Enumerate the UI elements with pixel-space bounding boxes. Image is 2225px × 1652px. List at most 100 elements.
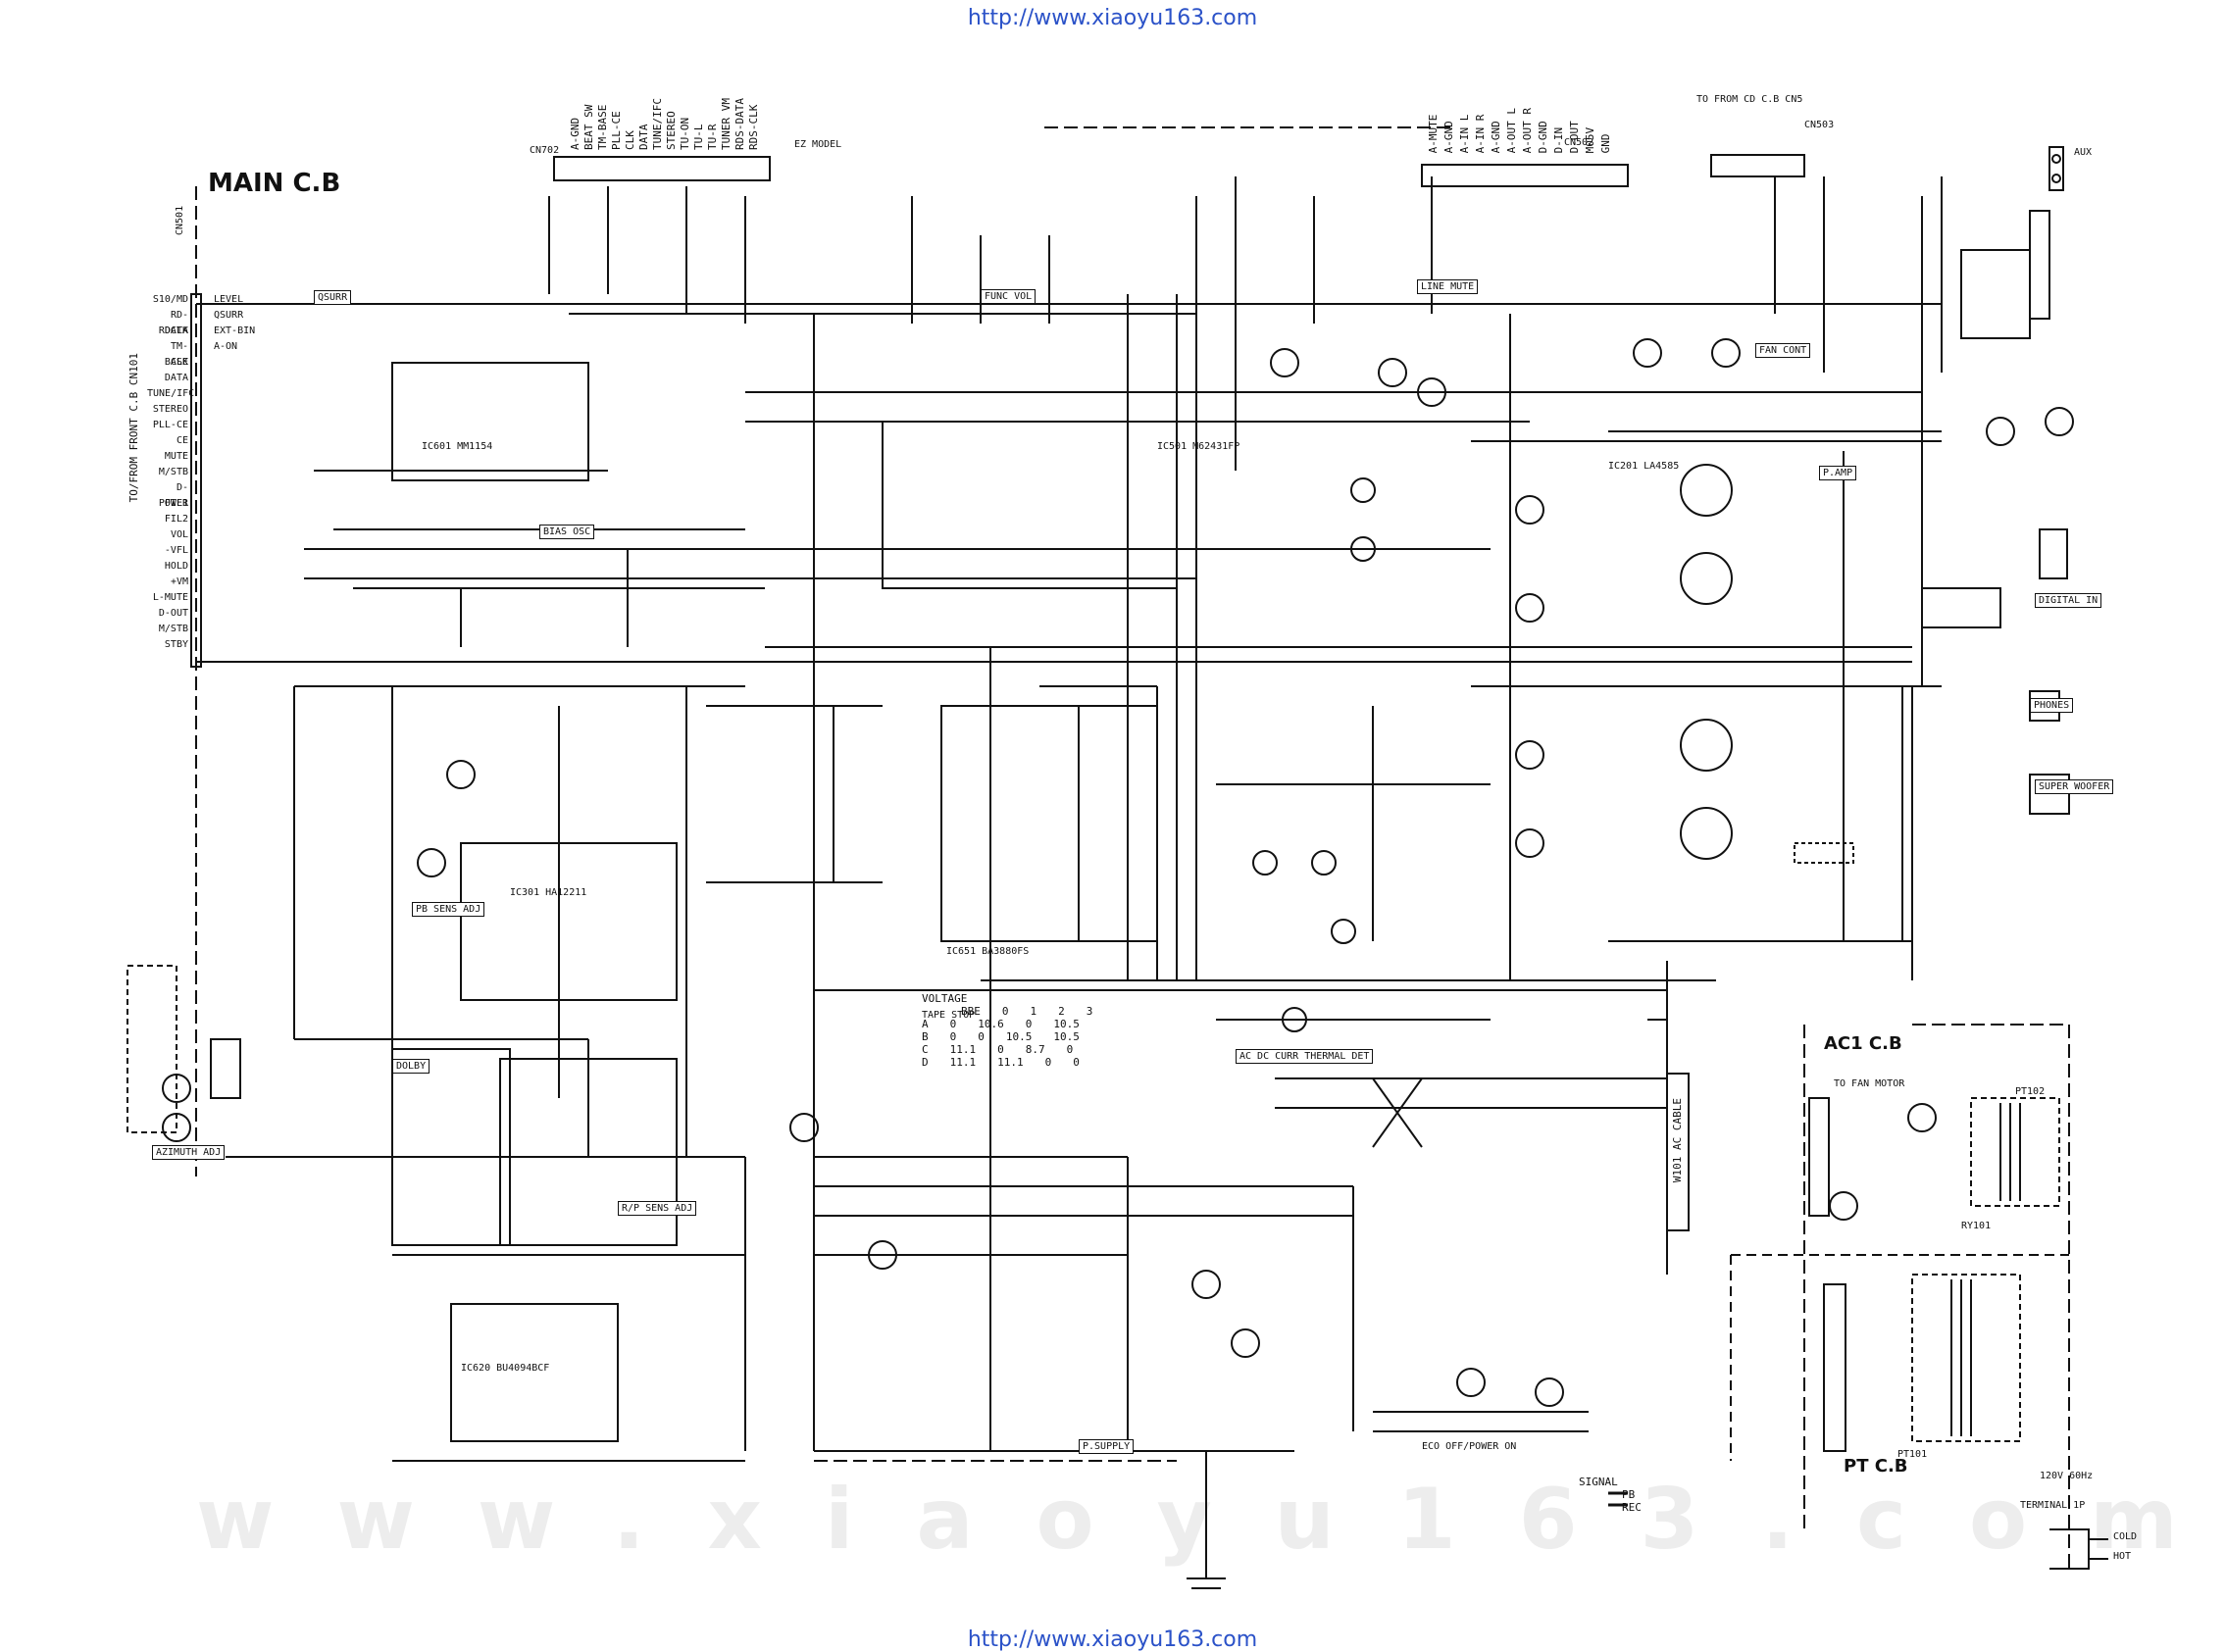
- table-header-cell: 0: [1001, 1005, 1009, 1018]
- pin-label: A-IN L: [1458, 114, 1471, 154]
- table-cell: 10.5: [1053, 1030, 1080, 1043]
- azimuth-adj-block: AZIMUTH ADJ: [152, 1145, 226, 1160]
- table-cell: B: [922, 1030, 929, 1043]
- pin-label: D-OUT: [1568, 121, 1581, 154]
- pin-label: A-IN R: [1474, 114, 1487, 154]
- table-header-cell: BBE: [961, 1005, 981, 1018]
- pin-label: RD-DATA: [164, 310, 188, 336]
- rp-sens-block: R/P SENS ADJ: [618, 1201, 697, 1216]
- legend-rec: REC: [1622, 1501, 1642, 1514]
- pt102-label: PT102: [2015, 1086, 2046, 1097]
- pin-label: MUTE: [164, 451, 188, 462]
- cn502-label: CN502: [1564, 137, 1594, 148]
- p-supply-block: P.SUPPLY: [1079, 1439, 1135, 1454]
- table-header-cell: 3: [1086, 1005, 1093, 1018]
- ic201-label: IC201 LA4585: [1608, 461, 1680, 472]
- table-cell: 0: [949, 1018, 957, 1030]
- legend-title: SIGNAL: [1579, 1476, 1618, 1488]
- fan-cont-block: FAN CONT: [1755, 343, 1811, 358]
- pin-label: TUNER VM: [720, 98, 733, 150]
- cold-terminal-label: COLD: [2113, 1531, 2138, 1542]
- table-cell: 10.6: [978, 1018, 1004, 1030]
- pin-label: D-IN: [1552, 126, 1565, 154]
- pin-label: A-GND: [1442, 121, 1455, 154]
- table-header-cell: 1: [1030, 1005, 1037, 1018]
- phones-label: PHONES: [2030, 698, 2074, 713]
- digital-in-label: DIGITAL IN: [2035, 593, 2102, 608]
- pin-label: TUNE/IFC: [147, 388, 195, 399]
- header-url[interactable]: http://www.xiaoyu163.com: [967, 6, 1258, 30]
- pin-label: D-GND: [1537, 121, 1549, 154]
- hot-terminal-label: HOT: [2113, 1551, 2132, 1562]
- pin-label: CE: [176, 435, 188, 446]
- pin-label: BEAT SW: [582, 104, 595, 150]
- pin-label: FIL1: [164, 498, 188, 509]
- fan-motor-label: TO FAN MOTOR: [1834, 1078, 1905, 1089]
- pin-label: FIL2: [164, 514, 188, 525]
- pin-label: S10/MD: [152, 294, 188, 305]
- pin-label: RDS-CLK: [747, 104, 760, 150]
- pin-label: PLL-CE: [152, 420, 188, 430]
- pin-label: D-POWER: [158, 482, 188, 509]
- voltage-table-header: BBE 0 1 2 3: [961, 1005, 1092, 1018]
- pin-label: +VM: [170, 576, 188, 587]
- cn702-label: CN702: [530, 145, 560, 156]
- pin-label: STBY: [164, 639, 188, 650]
- ic651-label: IC651 BA3880FS: [946, 946, 1030, 957]
- pin-label: M/STB: [158, 624, 188, 634]
- table-row: B 0 0 10.5 10.5: [922, 1030, 1092, 1043]
- pin-label: A-OUT R: [1521, 108, 1534, 154]
- table-row: C 11.1 0 8.7 0: [922, 1043, 1092, 1056]
- table-header-cell: 2: [1058, 1005, 1065, 1018]
- ic620-label: IC620 BU4094BCF: [461, 1363, 550, 1374]
- cn502-pin-list: A-MUTE A-GND A-IN L A-IN R A-GND A-OUT L…: [1427, 108, 1615, 153]
- footer-url[interactable]: http://www.xiaoyu163.com: [967, 1627, 1258, 1652]
- table-cell: 11.1: [997, 1056, 1024, 1069]
- table-cell: 0: [1073, 1056, 1080, 1069]
- ac-dc-det-block: AC DC CURR THERMAL DET: [1236, 1049, 1374, 1064]
- ic501-label: IC501 M62431FP: [1157, 441, 1240, 452]
- pin-label: M/STB: [158, 467, 188, 477]
- table-cell: 8.7: [1025, 1043, 1045, 1056]
- to-from-cd-label: TO FROM CD C.B CN5: [1696, 94, 1803, 105]
- main-board-title: MAIN C.B: [208, 169, 341, 198]
- pin-label: QSURR: [214, 310, 244, 321]
- table-cell: 10.5: [1005, 1030, 1033, 1043]
- pin-label: EXT-BIN: [214, 325, 256, 336]
- eco-off-label: ECO OFF/POWER ON: [1422, 1441, 1517, 1452]
- table-cell: 0: [978, 1030, 985, 1043]
- pin-label: DATA: [637, 124, 650, 150]
- pin-label: A-GND: [1490, 121, 1502, 154]
- pin-label: STEREO: [152, 404, 188, 415]
- pin-label: -VFL: [164, 545, 188, 556]
- cn501-pin-list: S10/MD RD-DATA RDCLK TM-BASE CLK DATA TU…: [147, 292, 195, 653]
- table-cell: 0: [1066, 1043, 1074, 1056]
- table-cell: A: [922, 1018, 929, 1030]
- pin-label: GND: [1599, 133, 1612, 154]
- pt101-label: PT101: [1897, 1449, 1928, 1460]
- pin-label: RDCLK: [158, 325, 188, 336]
- table-row: A 0 10.6 0 10.5: [922, 1018, 1092, 1030]
- pb-sens-block: PB SENS ADJ: [412, 902, 485, 917]
- pin-label: TU-L: [692, 124, 705, 150]
- pt-board-title: PT C.B: [1844, 1456, 1908, 1477]
- pin-label: CLK: [170, 357, 188, 368]
- pin-label: TU-R: [706, 124, 719, 150]
- watermark-text: www.xiaoyu163.com: [196, 1471, 2225, 1569]
- pin-label: DATA: [164, 373, 188, 383]
- pin-label: LEVEL: [214, 294, 244, 305]
- p-amp-block: P.AMP: [1819, 466, 1857, 480]
- table-cell: 0: [1044, 1056, 1052, 1069]
- terminal-label: TERMINAL 1P: [2020, 1500, 2086, 1511]
- pin-label: TUNE/IFC: [651, 98, 664, 150]
- mains-voltage-label: 120V 60Hz: [2040, 1471, 2094, 1481]
- table-cell: 11.1: [949, 1043, 977, 1056]
- ez-model-label: EZ MODEL: [794, 139, 842, 150]
- table-cell: 10.5: [1053, 1018, 1080, 1030]
- cn702-pin-list: A-GND BEAT SW TM-BASE PLL-CE CLK DATA TU…: [569, 98, 761, 150]
- cn501-pin-list-extra: LEVEL QSURR EXT-BIN A-ON: [214, 292, 273, 355]
- front-cb-label: TO/FROM FRONT C.B CN101: [127, 353, 140, 503]
- super-woofer-label: SUPER WOOFER: [2035, 779, 2114, 794]
- qsurr-block: QSURR: [314, 290, 352, 305]
